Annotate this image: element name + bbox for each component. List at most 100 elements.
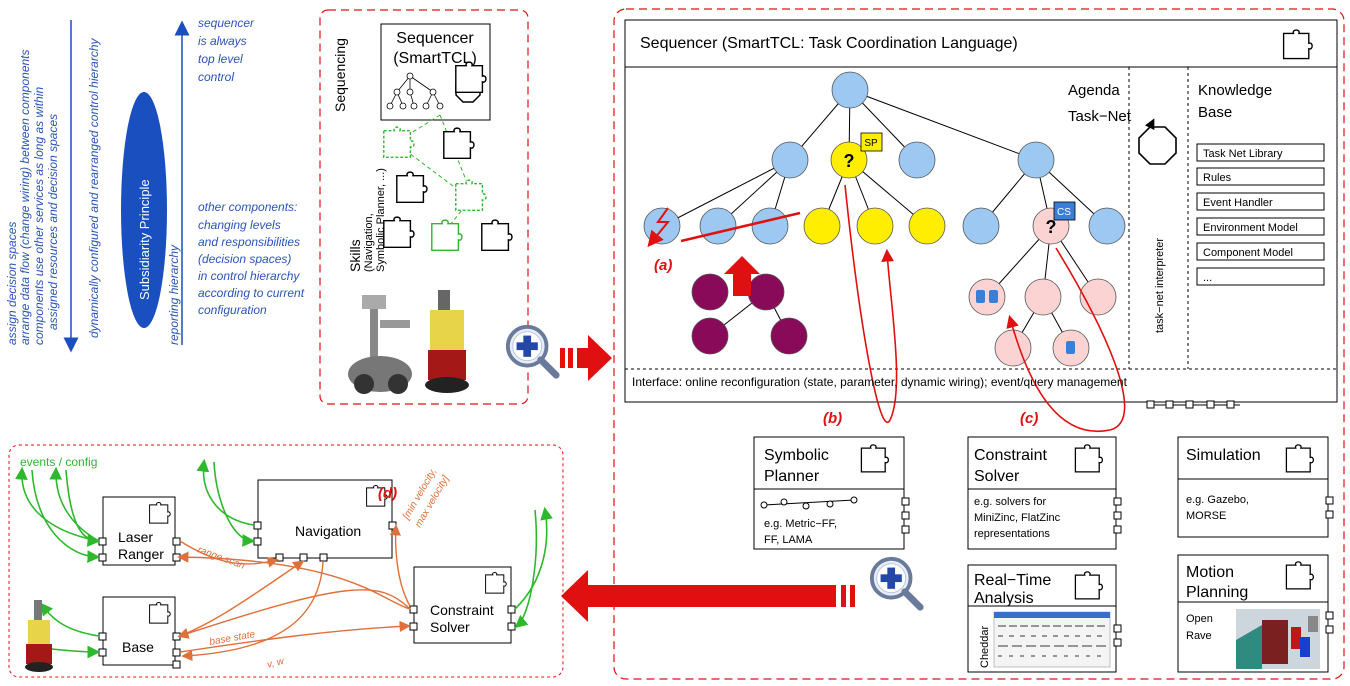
puzzle-icon <box>481 219 513 252</box>
svg-text:e.g. Metric−FF,: e.g. Metric−FF, <box>764 518 837 530</box>
constraint-solver-box-small: Constraint Solver <box>409 566 516 644</box>
real-time-analysis-box: Real−Time Analysis Cheddar <box>967 564 1122 673</box>
top-note: sequencer is always top level control <box>198 16 255 84</box>
svg-text:Environment Model: Environment Model <box>1203 222 1298 234</box>
svg-text:Planning: Planning <box>1186 584 1248 601</box>
puzzle-icon <box>1282 29 1313 60</box>
svg-text:Cheddar: Cheddar <box>979 625 991 668</box>
kb-item: Event Handler <box>1196 192 1325 211</box>
vertical-text-3: components use other services as long as… <box>32 87 46 345</box>
puzzle-icon <box>860 444 890 473</box>
sequencer-title: Sequencer (SmartTCL: Task Coordination L… <box>640 35 1018 52</box>
svg-text:Symbolic: Symbolic <box>764 447 829 464</box>
kb-item: Component Model <box>1196 242 1325 261</box>
puzzle-icon <box>1285 561 1315 590</box>
puzzle-icon <box>1285 444 1315 473</box>
green-puzzle-icon <box>431 219 463 252</box>
tasknet-label: Task−Net <box>1068 108 1132 125</box>
skills-label: Skills <box>347 239 363 272</box>
puzzle-icon <box>149 601 171 624</box>
symbolic-planner-box: Symbolic Planner e.g. Metric−FF, FF, LAM… <box>753 436 910 550</box>
puzzle-icon <box>485 571 507 594</box>
zoom-connector-bottom <box>561 559 920 622</box>
svg-text:Sequencer: Sequencer <box>396 30 474 47</box>
svg-text:Analysis: Analysis <box>974 590 1034 607</box>
agenda-label: Agenda <box>1068 82 1120 99</box>
sp-badge <box>860 132 883 152</box>
svg-text:MiniZinc, FlatZinc: MiniZinc, FlatZinc <box>974 512 1061 524</box>
svg-text:e.g. solvers for: e.g. solvers for <box>974 496 1046 508</box>
svg-text:Laser: Laser <box>118 529 153 545</box>
interface-label: Interface: online reconfiguration (state… <box>632 375 1128 389</box>
constraint-solver-box: Constraint Solver e.g. solvers for MiniZ… <box>967 436 1122 550</box>
svg-text:configuration: configuration <box>198 303 267 317</box>
orange-links <box>177 524 411 662</box>
svg-text:CS: CS <box>1057 207 1071 218</box>
svg-text:Open: Open <box>1186 613 1213 625</box>
svg-text:e.g. Gazebo,: e.g. Gazebo, <box>1186 494 1249 506</box>
simulation-box: Simulation e.g. Gazebo, MORSE <box>1177 436 1334 538</box>
svg-text:Knowledge: Knowledge <box>1198 82 1272 99</box>
label-a: (a) <box>654 257 672 274</box>
planner-node <box>830 141 868 179</box>
reporting-hierarchy: reporting hierarchy <box>167 244 181 345</box>
base-box: Base <box>98 596 181 669</box>
vertical-text-4: assigned resources and decision spaces <box>46 114 60 330</box>
svg-text:FF, LAMA: FF, LAMA <box>764 534 813 546</box>
bottom-panel: events / config Laser Ranger Navigation … <box>8 444 564 678</box>
kb-item: Task Net Library <box>1196 143 1325 162</box>
vertical-text-5: dynamically configured and rearranged co… <box>87 38 101 338</box>
puzzle-icon <box>149 501 171 524</box>
kb-item: ... <box>1196 267 1325 286</box>
middle-panel: Sequencing Sequencer (SmartTCL) Skills (… <box>319 9 529 405</box>
svg-text:SP: SP <box>864 138 878 149</box>
right-panel: Sequencer (SmartTCL: Task Coordination L… <box>613 8 1345 680</box>
robot-image-1 <box>348 295 412 394</box>
svg-text:(Navigation,: (Navigation, <box>363 213 375 272</box>
events-config-label: events / config <box>20 455 97 469</box>
bottom-panel-frame <box>8 444 564 678</box>
left-text-area: assign decision spaces arrange data flow… <box>5 16 305 353</box>
laser-ranger-box: Laser Ranger <box>98 496 181 566</box>
robot-image-2 <box>425 290 469 393</box>
svg-text:Ranger: Ranger <box>118 546 164 562</box>
svg-text:Base: Base <box>122 639 154 655</box>
svg-text:control: control <box>198 70 234 84</box>
svg-text:in control hierarchy: in control hierarchy <box>198 269 300 283</box>
vertical-text-2: arrange data flow (change wiring) betwee… <box>18 49 32 345</box>
svg-text:Rules: Rules <box>1203 172 1232 184</box>
label-b: (b) <box>823 410 842 427</box>
kb-item: Rules <box>1196 167 1325 186</box>
svg-text:according to current: according to current <box>198 286 305 300</box>
svg-text:MORSE: MORSE <box>1186 510 1226 522</box>
svg-text:Constraint: Constraint <box>974 447 1047 464</box>
zoom-connector-top <box>508 327 612 381</box>
cheddar-screenshot <box>993 611 1111 668</box>
label-c: (c) <box>1020 410 1038 427</box>
svg-text:other components:: other components: <box>198 200 297 214</box>
svg-text:Base: Base <box>1198 104 1232 121</box>
svg-text:?: ? <box>1046 217 1057 237</box>
svg-text:top level: top level <box>198 52 243 66</box>
cs-badge <box>1053 201 1076 221</box>
svg-text:changing levels: changing levels <box>198 218 281 232</box>
svg-text:Navigation: Navigation <box>295 523 361 539</box>
vw-label: v, w <box>266 656 286 671</box>
svg-text:Constraint: Constraint <box>430 602 494 618</box>
zoom-in-icon <box>508 327 556 375</box>
interpreter-label: task−net interpreter <box>1154 238 1166 333</box>
ports-row <box>1146 400 1240 409</box>
motion-planning-box: Motion Planning Open Rave <box>1177 554 1334 673</box>
label-d: (d) <box>378 485 397 502</box>
svg-text:is always: is always <box>198 34 247 48</box>
green-dashed-puzzle-icon <box>383 126 415 159</box>
puzzle-icon <box>455 61 487 94</box>
svg-text:Motion: Motion <box>1186 564 1234 581</box>
puzzle-icon <box>1074 444 1104 473</box>
svg-text:?: ? <box>844 151 855 171</box>
svg-text:Rave: Rave <box>1186 630 1212 642</box>
middle-panel-frame <box>319 9 529 405</box>
svg-text:Task Net Library: Task Net Library <box>1203 148 1283 160</box>
svg-text:Real−Time: Real−Time <box>974 572 1051 589</box>
